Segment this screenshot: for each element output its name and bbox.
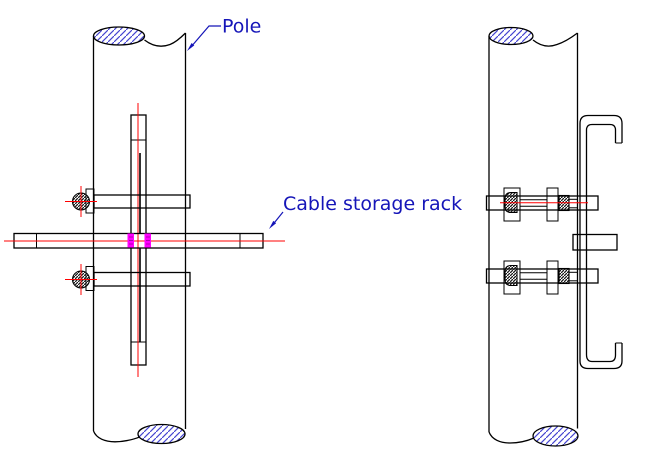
front-view: [4, 26, 285, 445]
lower-bolt-crosshair: [65, 264, 97, 295]
cable-storage-rack-label: Cable storage rack: [283, 193, 462, 215]
upper-bolt-plate: [503, 187, 521, 222]
lower-nut: [558, 267, 570, 285]
pole-side-top-break-curve: [532, 32, 578, 47]
lower-nut-end: [568, 271, 578, 282]
upper-band-side: [485, 195, 599, 211]
upper-nut-end: [568, 198, 578, 209]
c-channel-inner: [585, 123, 617, 363]
c-channel-lip-closures: [615, 142, 622, 344]
weld-marks: [127, 233, 151, 248]
upper-bolt-shaft: [520, 199, 547, 207]
pole-leader-arrowhead: [187, 43, 195, 51]
upper-clamp-band: [93, 194, 191, 209]
lower-mid-plate: [546, 260, 559, 295]
lower-clamp-band: [93, 271, 191, 287]
pole-leader-line: [190, 25, 221, 48]
lower-clamp-front: [65, 264, 191, 295]
pole-label: Pole: [222, 16, 261, 38]
upper-bolt-crosshair: [65, 186, 97, 217]
lower-band-side: [485, 268, 599, 284]
upper-mid-plate: [546, 187, 559, 222]
side-view: [485, 26, 623, 447]
pole-side-bottom-break-hatch: [532, 425, 579, 447]
lower-bolt-shaft: [520, 272, 547, 280]
pole-top-break-hatch: [92, 26, 146, 46]
rack-leader-arrowhead: [269, 220, 277, 229]
upper-clamp-front: [65, 186, 191, 217]
rack-arm-side: [572, 233, 618, 251]
pole-bottom-break-curve: [92, 430, 141, 443]
pole-bottom-break-hatch: [137, 423, 186, 445]
lower-bolt-plate: [503, 260, 521, 295]
upper-clamp-side: [485, 187, 599, 222]
annotations: Pole Cable storage rack: [187, 16, 462, 229]
lower-clamp-side: [485, 260, 599, 295]
pole-top-break-curve: [144, 32, 186, 47]
pole-side-top-break-hatch: [488, 26, 534, 46]
pole-side-bottom-break-curve: [488, 431, 535, 444]
c-channel-outer: [579, 114, 623, 370]
lower-bolt-head-side: [504, 264, 518, 287]
